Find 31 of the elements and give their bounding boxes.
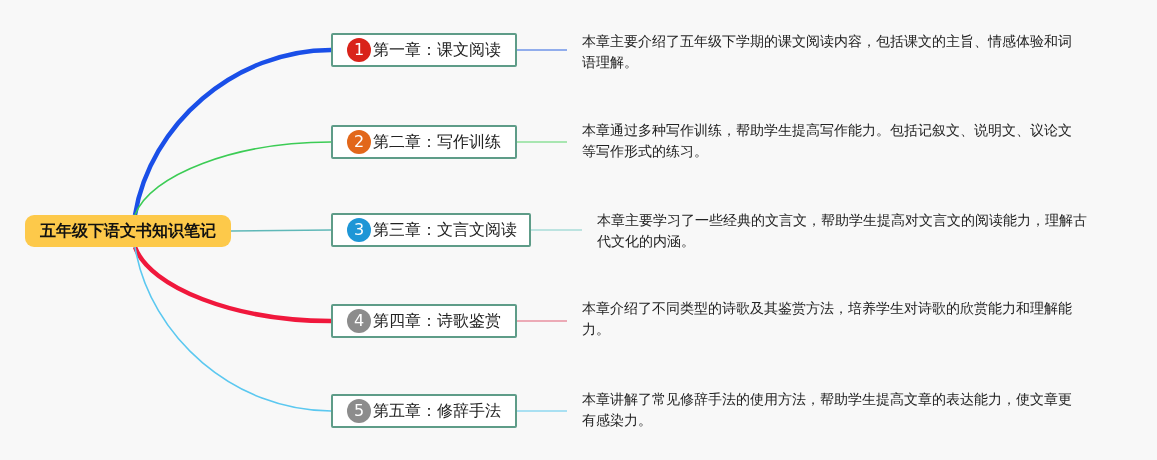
chapter-title: 第二章：写作训练	[373, 131, 501, 153]
number-badge: 3	[347, 218, 371, 242]
description-text: 本章介绍了不同类型的诗歌及其鉴赏方法，培养学生对诗歌的欣赏能力和理解能力。	[567, 298, 1077, 340]
connector-line	[530, 229, 583, 231]
description-text: 本章主要介绍了五年级下学期的课文阅读内容，包括课文的主旨、情感体验和词语理解。	[567, 31, 1077, 73]
connector-line	[230, 229, 332, 232]
connector-line	[132, 47, 332, 216]
connector-line	[516, 141, 568, 143]
description-text: 本章讲解了常见修辞手法的使用方法，帮助学生提高文章的表达能力，使文章更有感染力。	[567, 389, 1077, 431]
chapter-title: 第三章：文言文阅读	[373, 219, 517, 241]
connector-line	[134, 141, 332, 216]
root-topic: 五年级下语文书知识笔记	[25, 215, 231, 247]
connector-line	[516, 410, 568, 412]
connector-line	[516, 320, 568, 322]
description-text: 本章主要学习了一些经典的文言文，帮助学生提高对文言文的阅读能力，理解古代文化的内涵。	[582, 210, 1092, 252]
number-badge: 1	[347, 38, 371, 62]
connector-line	[516, 49, 568, 51]
chapter-box	[331, 213, 531, 247]
connector-line	[134, 246, 332, 412]
chapter-box	[331, 33, 517, 67]
chapter-box	[331, 394, 517, 428]
number-badge: 4	[347, 309, 371, 333]
connector-line	[133, 245, 332, 324]
number-badge: 2	[347, 130, 371, 154]
chapter-box	[331, 125, 517, 159]
chapter-title: 第一章：课文阅读	[373, 39, 501, 61]
number-badge: 5	[347, 399, 371, 423]
chapter-box	[331, 304, 517, 338]
description-text: 本章通过多种写作训练，帮助学生提高写作能力。包括记叙文、说明文、议论文等写作形式的练习。	[567, 120, 1077, 162]
chapter-title: 第五章：修辞手法	[373, 400, 501, 422]
chapter-title: 第四章：诗歌鉴赏	[373, 310, 501, 332]
